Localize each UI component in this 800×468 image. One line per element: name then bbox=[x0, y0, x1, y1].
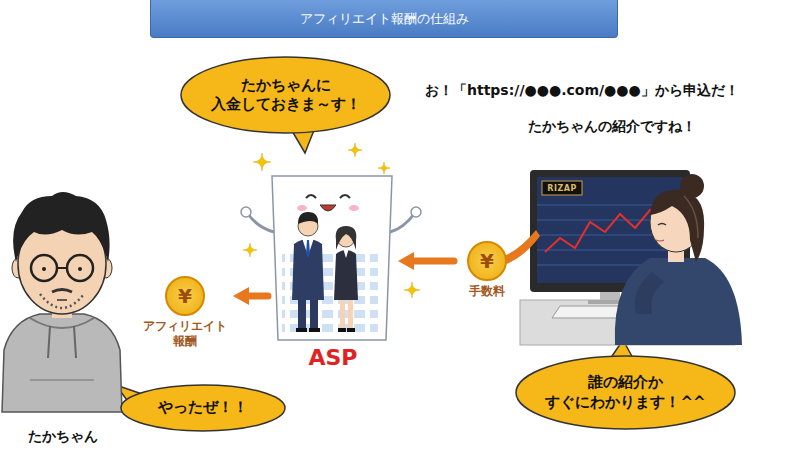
man-figure-part bbox=[31, 255, 57, 281]
asp-character-part bbox=[298, 212, 318, 224]
bubble-ellipse bbox=[516, 356, 735, 429]
speech-bubble: 誰の紹介か すぐにわかります！^^ bbox=[515, 355, 736, 430]
asp-character-part bbox=[310, 298, 318, 330]
asp-character-part bbox=[320, 205, 336, 211]
bubble-text: たかちゃんに 入金しておきま～す！ bbox=[207, 76, 365, 115]
asp-character-part bbox=[296, 328, 307, 332]
bubble-text-block: やったぜ！！ bbox=[158, 398, 248, 418]
asp-character-part bbox=[248, 214, 274, 232]
man-figure-part bbox=[30, 318, 94, 328]
asp-character-part bbox=[343, 248, 349, 258]
bubble-ellipse bbox=[121, 385, 285, 431]
man-figure bbox=[2, 192, 122, 412]
man-figure-part bbox=[57, 299, 67, 301]
woman-at-computer-part-part bbox=[537, 249, 683, 250]
man-figure-part bbox=[57, 267, 67, 269]
man-figure-part bbox=[13, 192, 110, 262]
woman-at-computer-part bbox=[684, 196, 698, 238]
bubble-text-block: 誰の紹介か すぐにわかります！^^ bbox=[543, 373, 708, 412]
bubble-text: やったぜ！！ bbox=[158, 398, 248, 418]
sparkle-part bbox=[404, 282, 420, 298]
sparkle-part bbox=[378, 162, 390, 174]
person-name: たかちゃん bbox=[28, 428, 98, 452]
arrow-head bbox=[233, 287, 249, 305]
man-figure-part bbox=[42, 267, 46, 271]
asp-character-part bbox=[340, 195, 350, 198]
man-figure-part bbox=[52, 290, 72, 293]
asp-character-part bbox=[336, 226, 357, 250]
figure-label-box: たかちゃん bbox=[5, 180, 120, 452]
monitor-logo: RIZAP bbox=[542, 181, 582, 195]
arrow-head bbox=[398, 252, 414, 270]
woman-at-computer-part bbox=[658, 224, 666, 226]
sparkle-part bbox=[243, 243, 257, 257]
man-figure-part bbox=[2, 314, 122, 412]
yen-sign: ¥ bbox=[178, 286, 192, 306]
asp-character-part bbox=[292, 239, 324, 300]
title-bar: アフィリエイト報酬の仕組み bbox=[150, 0, 618, 38]
coin-circle: ¥ bbox=[467, 241, 507, 281]
asp-character-part bbox=[309, 328, 320, 332]
speech-bubble: やったぜ！！ bbox=[120, 384, 286, 432]
narration-text: お！「https://●●●.com/●●●」から申込だ！ bbox=[425, 82, 739, 100]
yen-sign: ¥ bbox=[480, 251, 494, 271]
yen-coin: ¥ アフィリエイト 報酬 bbox=[137, 276, 233, 349]
man-figure-part bbox=[40, 294, 84, 308]
asp-label: ASP bbox=[309, 345, 358, 372]
sparkle-part bbox=[348, 143, 362, 157]
yen-coin: ¥ 手数料 bbox=[454, 241, 520, 299]
woman-at-computer-part bbox=[650, 190, 704, 262]
asp-character-part bbox=[306, 240, 310, 258]
coin-label: 手数料 bbox=[469, 284, 505, 299]
woman-at-computer-part bbox=[615, 258, 742, 345]
narration-text: たかちゃんの紹介ですね！ bbox=[528, 118, 696, 136]
diagram-title: アフィリエイト報酬の仕組み bbox=[300, 10, 469, 28]
asp-character-part bbox=[306, 195, 316, 198]
man-figure-part bbox=[74, 326, 76, 358]
man-figure-part bbox=[78, 267, 82, 271]
asp-character-part bbox=[347, 328, 355, 332]
man-figure-part bbox=[30, 379, 94, 381]
asp-character-part bbox=[241, 207, 251, 217]
sparkle bbox=[243, 143, 420, 298]
asp-character bbox=[241, 176, 421, 340]
sparkle-part bbox=[253, 153, 271, 171]
asp-character-part bbox=[390, 214, 414, 232]
asp-character-part bbox=[411, 207, 421, 217]
arrow-shaft bbox=[412, 258, 454, 265]
asp-character-part bbox=[349, 205, 359, 211]
bubble-text-block: たかちゃんに 入金しておきま～す！ bbox=[207, 76, 365, 115]
bubble-text: 誰の紹介か すぐにわかります！^^ bbox=[543, 373, 708, 412]
man-figure-part bbox=[67, 255, 93, 281]
coin-circle: ¥ bbox=[165, 276, 205, 316]
man-figure-part bbox=[48, 326, 50, 358]
flow-arrow bbox=[233, 287, 268, 305]
asp-character-part bbox=[340, 296, 345, 328]
asp-character-part bbox=[272, 176, 392, 340]
bubble-ellipse bbox=[181, 57, 390, 133]
asp-character-part bbox=[348, 296, 353, 328]
woman-at-computer-part bbox=[656, 240, 664, 241]
woman-at-computer-part bbox=[542, 181, 582, 195]
speech-bubble: たかちゃんに 入金しておきま～す！ bbox=[180, 56, 391, 134]
asp-character-part bbox=[297, 205, 307, 211]
coin-label: アフィリエイト 報酬 bbox=[140, 319, 230, 349]
woman-at-computer bbox=[520, 170, 742, 345]
woman-at-computer-part bbox=[635, 272, 664, 314]
arrow-shaft bbox=[247, 293, 268, 300]
asp-character-part bbox=[338, 328, 346, 332]
asp-character-part bbox=[298, 298, 306, 330]
figure-label-box: ASP bbox=[268, 150, 398, 372]
flow-arrow bbox=[398, 252, 454, 270]
